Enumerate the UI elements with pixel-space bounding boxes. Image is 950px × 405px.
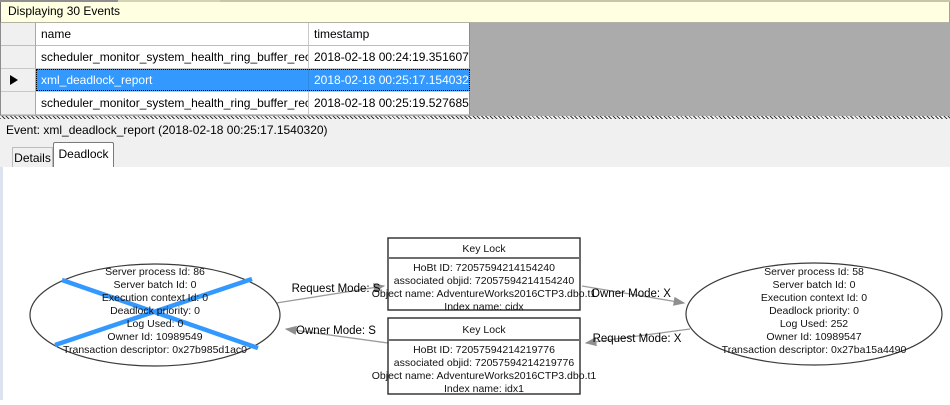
edge-request-s — [269, 283, 386, 305]
row-selector-cell[interactable] — [1, 46, 36, 69]
toolbar-edge-strip — [0, 0, 950, 2]
selected-event-bar: Event: xml_deadlock_report (2018-02-18 0… — [0, 119, 950, 142]
process-attr: Server batch Id: 0 — [114, 279, 197, 291]
process-attr: Execution context Id: 0 — [761, 292, 867, 304]
process-attr: Execution context Id: 0 — [102, 292, 208, 304]
event-timestamp-cell: 2018-02-18 00:25:17.1540320 — [309, 69, 470, 92]
process-node-victim[interactable]: Server process Id: 86 Server batch Id: 0… — [29, 263, 281, 367]
tab-deadlock[interactable]: Deadlock — [53, 142, 114, 167]
events-grid-zone: name timestamp scheduler_monitor_system_… — [0, 23, 950, 116]
event-timestamp-cell: 2018-02-18 00:24:19.3516078 — [309, 46, 470, 69]
edge-owner-s — [284, 325, 389, 344]
deadlock-tab-page: Server process Id: 86 Server batch Id: 0… — [0, 167, 950, 400]
edge-owner-x — [581, 285, 686, 306]
resource-attr: associated objid: 72057594214219776 — [394, 357, 575, 369]
process-attr: Server process Id: 58 — [764, 266, 864, 278]
tab-details[interactable]: Details — [12, 147, 53, 167]
table-row[interactable]: scheduler_monitor_system_health_ring_buf… — [1, 46, 470, 69]
table-row[interactable]: scheduler_monitor_system_health_ring_buf… — [1, 92, 470, 115]
row-selector-cell[interactable] — [1, 92, 36, 115]
resource-title: Key Lock — [462, 324, 506, 336]
event-name-cell: scheduler_monitor_system_health_ring_buf… — [36, 46, 309, 69]
process-attr: Log Used: 252 — [780, 318, 848, 330]
victim-cross-line — [54, 276, 253, 348]
resource-node-keylock-top[interactable]: Key Lock HoBt ID: 72057594214154240 asso… — [372, 237, 597, 313]
current-row-marker-icon — [10, 75, 18, 85]
event-detail-tabs: Details Deadlock — [0, 142, 950, 167]
process-node-survivor[interactable]: Server process Id: 58 Server batch Id: 0… — [685, 262, 943, 366]
process-attr: Deadlock priority: 0 — [110, 305, 200, 317]
resource-node-keylock-bottom[interactable]: Key Lock HoBt ID: 72057594214219776 asso… — [372, 317, 597, 395]
selected-event-label: Event: xml_deadlock_report (2018-02-18 0… — [6, 123, 328, 137]
resource-attr: associated objid: 72057594214154240 — [394, 275, 575, 287]
deadlock-graph-canvas: Server process Id: 86 Server batch Id: 0… — [29, 237, 943, 395]
edge-label-owner-s: Owner Mode: S — [296, 325, 376, 337]
process-attr: Server batch Id: 0 — [773, 279, 856, 291]
events-grid: name timestamp scheduler_monitor_system_… — [0, 23, 470, 115]
resource-attr: HoBt ID: 72057594214219776 — [413, 344, 555, 356]
victim-cross-line — [61, 277, 259, 351]
resource-attr: Index name: cidx — [444, 301, 524, 313]
grid-header-row: name timestamp — [1, 23, 470, 46]
process-attr: Deadlock priority: 0 — [769, 305, 859, 317]
column-header-timestamp[interactable]: timestamp — [309, 23, 470, 46]
resource-attr: Object name: AdventureWorks2016CTP3.dbo.… — [372, 288, 597, 300]
event-name-cell: scheduler_monitor_system_health_ring_buf… — [36, 92, 309, 115]
resource-attr: Index name: idx1 — [444, 383, 524, 395]
edge-request-x — [584, 328, 691, 347]
table-row-selected[interactable]: xml_deadlock_report 2018-02-18 00:25:17.… — [1, 69, 470, 92]
resource-title: Key Lock — [462, 243, 506, 255]
edge-label-request-s: Request Mode: S — [292, 283, 381, 295]
grid-corner-cell — [1, 23, 36, 46]
edge-label-owner-x: Owner Mode: X — [591, 288, 671, 300]
events-count-bar: Displaying 30 Events — [0, 2, 950, 23]
resource-attr: HoBt ID: 72057594214154240 — [413, 262, 555, 274]
process-attr: Transaction descriptor: 0x27b985d1ac0 — [63, 344, 247, 356]
process-attr: Server process Id: 86 — [105, 266, 205, 278]
event-timestamp-cell: 2018-02-18 00:25:19.5276859 — [309, 92, 470, 115]
resource-attr: Object name: AdventureWorks2016CTP3.dbo.… — [372, 370, 597, 382]
panel-left-edge — [0, 167, 3, 400]
grid-focus-splitter[interactable] — [0, 116, 950, 119]
process-attr: Owner Id: 10989547 — [766, 331, 861, 343]
events-count-label: Displaying 30 Events — [8, 4, 121, 18]
event-name-cell: xml_deadlock_report — [36, 69, 309, 92]
process-attr: Log Used: 0 — [127, 318, 184, 330]
process-attr: Transaction descriptor: 0x27ba15a4490 — [722, 344, 907, 356]
column-header-name[interactable]: name — [36, 23, 309, 46]
edge-label-request-x: Request Mode: X — [593, 333, 682, 345]
row-selector-cell[interactable] — [1, 69, 36, 92]
process-attr: Owner Id: 10989549 — [107, 331, 202, 343]
